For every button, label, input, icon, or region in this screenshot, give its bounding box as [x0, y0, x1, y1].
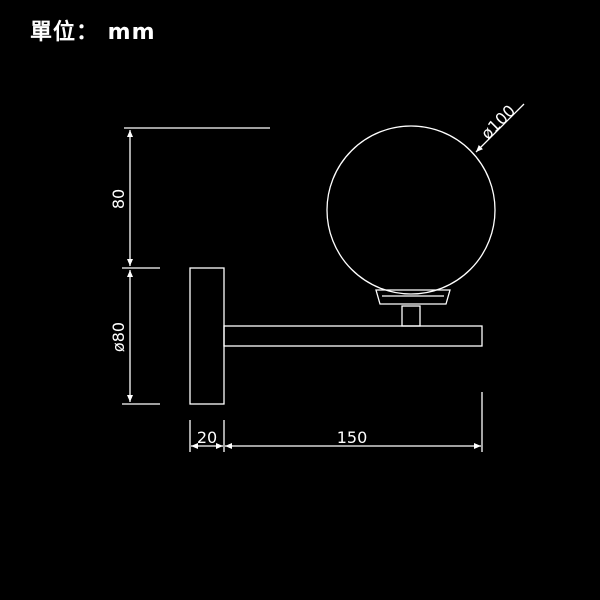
dim-150-text: 150 — [337, 428, 368, 447]
dim-80-text: 80 — [109, 189, 128, 209]
lamp-stem — [401, 305, 421, 327]
dim-ø80-text: ø80 — [109, 322, 128, 352]
glass-globe — [326, 125, 496, 295]
wall-plate — [189, 267, 225, 405]
lamp-arm — [223, 325, 483, 347]
dim-globe-leader — [475, 103, 525, 153]
globe-holder — [375, 289, 451, 305]
dim-ø100-text: ø100 — [477, 101, 519, 143]
unit-label: 單位： mm — [30, 20, 156, 45]
dim-20-text: 20 — [197, 428, 217, 447]
